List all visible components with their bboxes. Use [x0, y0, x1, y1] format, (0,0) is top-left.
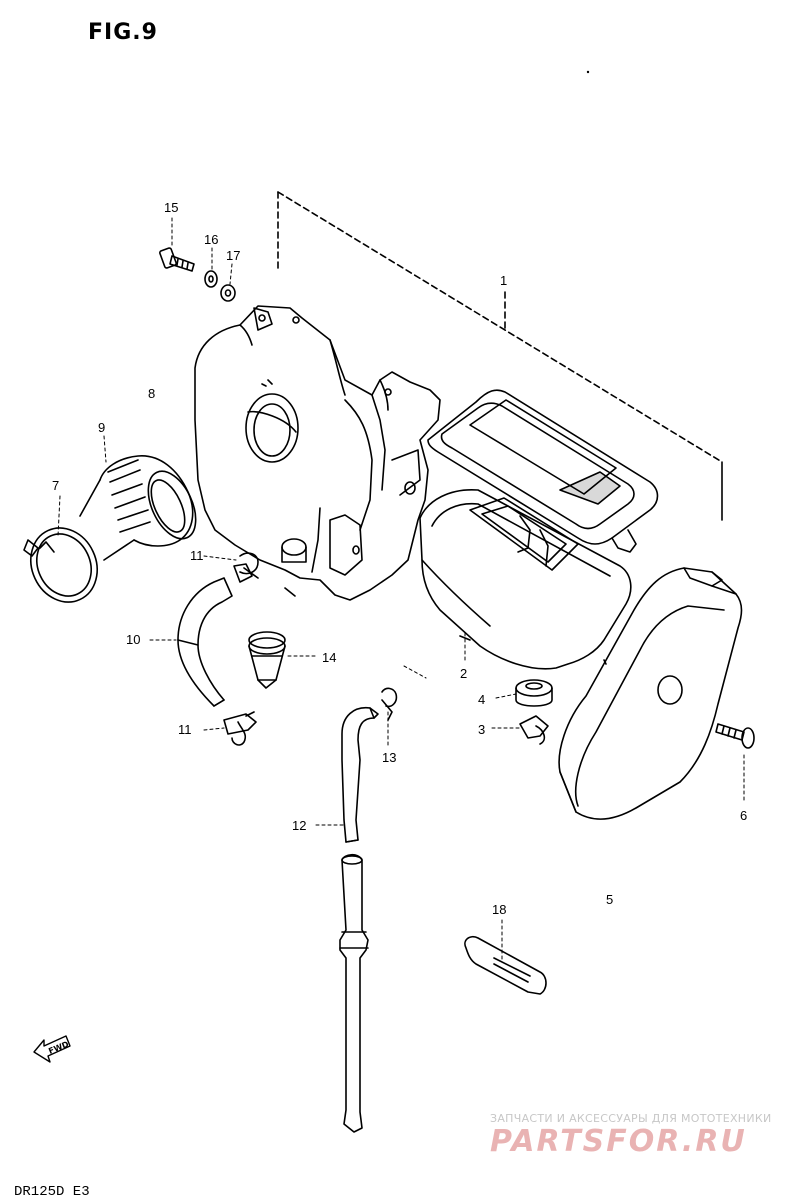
part-label-17: 17 [226, 248, 240, 263]
watermark-caption: ЗАПЧАСТИ И АКСЕССУАРЫ ДЛЯ МОТОТЕХНИКИ [490, 1112, 772, 1125]
part-label-15: 15 [164, 200, 178, 215]
forward-arrow-icon [33, 1035, 71, 1063]
drain-tube-part-12-lower [339, 853, 369, 1133]
clip-part-13 [381, 687, 398, 721]
part-label-5: 5 [606, 892, 613, 907]
part-label-12: 12 [292, 818, 306, 833]
part-label-16: 16 [204, 232, 218, 247]
bolt-part-15 [159, 247, 195, 272]
leader-lines [57, 217, 745, 961]
part-label-1: 1 [500, 273, 507, 288]
hose-part-10 [177, 577, 233, 707]
part-label-13: 13 [382, 750, 396, 765]
part-label-18: 18 [492, 902, 506, 917]
drain-tube-part-12-upper [341, 707, 379, 843]
stray-dot [586, 70, 590, 74]
part-label-9: 9 [98, 420, 105, 435]
cover-part-5 [558, 567, 743, 820]
intake-boot-part-9 [79, 455, 197, 561]
assembly-bracket [277, 191, 723, 521]
fwd-label: FWD [47, 1039, 70, 1055]
air-cleaner-case-part-8 [194, 305, 441, 601]
filter-frame-part-2 [427, 389, 659, 567]
part-label-7: 7 [52, 478, 59, 493]
screw-part-6 [715, 723, 755, 749]
part-label-2: 2 [460, 666, 467, 681]
clamp-part-7 [23, 527, 98, 603]
figure-title: FIG.9 [88, 20, 158, 45]
filter-element-part-2 [419, 489, 632, 670]
part-label-11-upper: 11 [190, 548, 204, 563]
hose-clip-part-11-lower [223, 711, 257, 746]
washer-part-17 [220, 284, 236, 302]
clip-part-3 [519, 715, 549, 745]
part-label-14: 14 [322, 650, 336, 665]
grommet-part-4 [515, 679, 553, 707]
part-label-3: 3 [478, 722, 485, 737]
part-label-4: 4 [478, 692, 485, 707]
lock-washer-part-16 [204, 270, 218, 288]
part-label-8: 8 [148, 386, 155, 401]
hose-clip-part-11-upper [233, 552, 259, 583]
part-label-10: 10 [126, 632, 140, 647]
part-label-11-lower: 11 [178, 722, 192, 737]
part-label-6: 6 [740, 808, 747, 823]
cap-part-14 [248, 631, 286, 689]
plate-part-18 [464, 935, 547, 995]
model-code: DR125D E3 [14, 1184, 90, 1200]
watermark-logo: PARTSFOR.RU [490, 1124, 747, 1159]
